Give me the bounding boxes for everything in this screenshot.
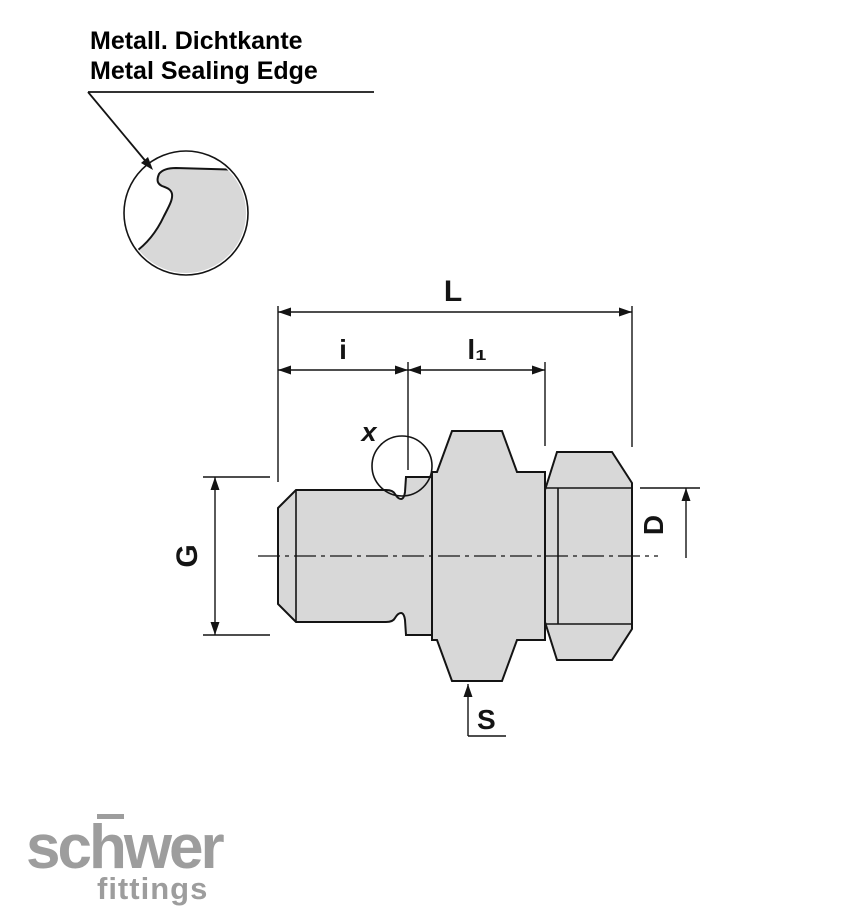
sealing-edge-callout: Metall. Dichtkante Metal Sealing Edge bbox=[87, 27, 374, 276]
logo-accent-bar bbox=[97, 814, 124, 819]
dim-L-arrow-left bbox=[278, 307, 291, 317]
x-detail-label: x bbox=[359, 417, 377, 447]
dim-L-label: L bbox=[444, 275, 462, 308]
callout-title-english: Metal Sealing Edge bbox=[90, 57, 318, 85]
logo-tagline-text: fittings bbox=[97, 871, 208, 906]
logo-brand-text: schwer bbox=[26, 813, 225, 882]
detail-circle bbox=[123, 150, 249, 276]
dim-l1-arrow-right bbox=[532, 365, 545, 375]
dim-D-arrow bbox=[681, 488, 691, 501]
dimension-G: G bbox=[171, 476, 270, 636]
fitting-body bbox=[258, 430, 658, 682]
x-detail-callout: x bbox=[359, 417, 433, 497]
dim-G-arrow-top bbox=[210, 477, 220, 490]
dim-G-arrow-bottom bbox=[210, 622, 220, 635]
dim-i-arrow-left bbox=[278, 365, 291, 375]
dimension-i-l1: i l₁ bbox=[278, 334, 546, 470]
callout-title-german: Metall. Dichtkante bbox=[90, 27, 303, 55]
dim-i-arrow-right bbox=[395, 365, 408, 375]
dimension-L: L bbox=[277, 275, 633, 482]
x-detail-circle bbox=[371, 435, 433, 497]
dim-l1-label: l₁ bbox=[467, 334, 486, 365]
dim-L-arrow-right bbox=[619, 307, 632, 317]
dim-l1-arrow-left bbox=[408, 365, 421, 375]
dim-G-label: G bbox=[171, 544, 204, 567]
dim-D-label: D bbox=[638, 515, 669, 535]
sealing-edge-magnified-profile bbox=[126, 166, 246, 273]
callout-leader-line bbox=[87, 91, 149, 165]
dimension-S: S bbox=[463, 684, 506, 737]
dim-S-label: S bbox=[477, 704, 496, 735]
dimension-D: D bbox=[638, 487, 700, 558]
brand-logo: schwer fittings bbox=[26, 813, 228, 906]
dim-i-label: i bbox=[339, 334, 347, 365]
callout-leader-arrowhead bbox=[141, 157, 153, 170]
